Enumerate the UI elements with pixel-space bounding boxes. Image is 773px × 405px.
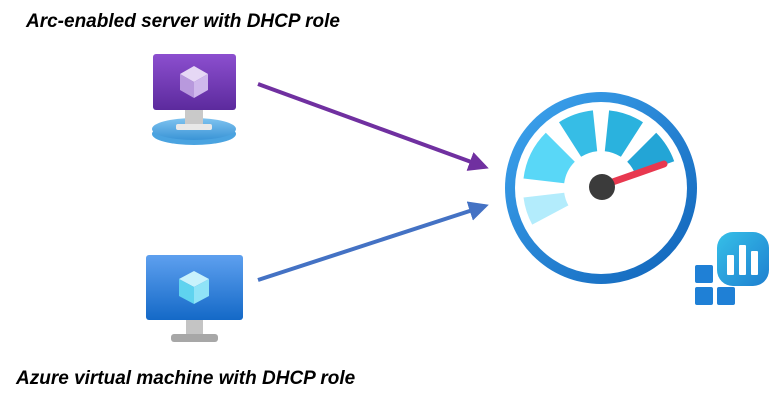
azure-to-gauge-arrow xyxy=(257,201,489,282)
arc-server-label: Arc-enabled server with DHCP role xyxy=(26,11,340,32)
arc-to-gauge-arrow xyxy=(257,82,489,171)
insights-chart-icon xyxy=(695,232,769,305)
gauge-hub xyxy=(589,174,615,200)
azure-cube-icon xyxy=(179,271,209,304)
arc-cube-icon xyxy=(180,66,208,98)
azure-vm-monitor-icon xyxy=(146,255,243,342)
gauge-needle xyxy=(600,160,668,189)
arc-server-monitor-icon xyxy=(152,54,236,145)
gauge-segments xyxy=(523,110,675,225)
azure-vm-label: Azure virtual machine with DHCP role xyxy=(16,368,356,389)
performance-gauge-icon xyxy=(505,92,697,284)
